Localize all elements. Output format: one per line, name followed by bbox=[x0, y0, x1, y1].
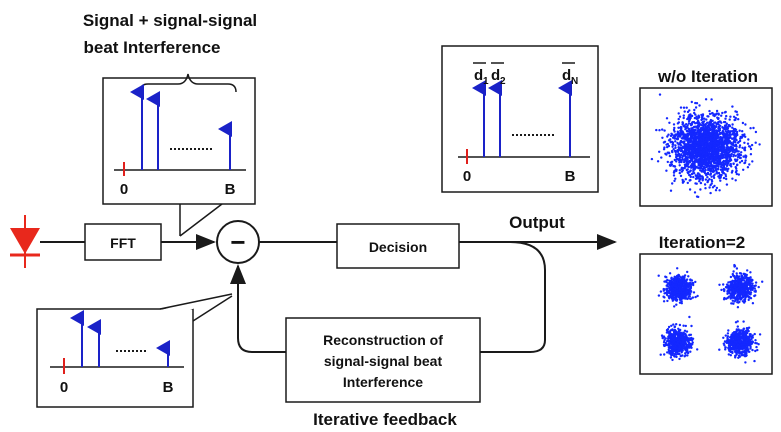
decision-block: Decision bbox=[336, 223, 460, 269]
fft-label: FFT bbox=[110, 235, 136, 251]
d1-subscript: 1 bbox=[483, 76, 489, 87]
d1-label: d bbox=[474, 67, 483, 84]
reconstruction-block: Reconstruction of signal-signal beat Int… bbox=[285, 317, 481, 403]
reconstruction-line1: Reconstruction of bbox=[323, 332, 443, 348]
iteration2-label: Iteration=2 bbox=[659, 233, 745, 252]
axis-b-top: B bbox=[225, 181, 236, 198]
axis-zero-bottom: 0 bbox=[60, 379, 68, 396]
d2-subscript: 2 bbox=[500, 76, 506, 87]
iterative-feedback-label: Iterative feedback bbox=[313, 410, 457, 429]
callout-title-line1: Signal + signal-signal bbox=[83, 11, 257, 30]
wo-iteration-label: w/o Iteration bbox=[657, 67, 758, 86]
photodiode-icon bbox=[10, 215, 40, 268]
d2-label: d bbox=[491, 67, 500, 84]
output-label: Output bbox=[509, 213, 565, 232]
reconstruction-line2: signal-signal beat bbox=[324, 353, 443, 369]
subtractor-icon: − bbox=[216, 220, 260, 264]
subtract-sign: − bbox=[230, 227, 245, 257]
fft-block: FFT bbox=[84, 223, 162, 261]
output-spectrum-box: d 1 d 2 d N 0 B bbox=[441, 45, 599, 193]
axis-b-output: B bbox=[565, 168, 576, 185]
iteration2-scatter bbox=[657, 263, 764, 364]
axis-b-bottom: B bbox=[163, 379, 174, 396]
axis-zero-output: 0 bbox=[463, 168, 471, 185]
signal-spectrum-callout: Signal + signal-signal beat Interference… bbox=[83, 11, 257, 237]
reconstructed-spectrum-callout: 0 B bbox=[36, 293, 233, 408]
feedback-loop bbox=[480, 241, 546, 353]
dn-label: d bbox=[562, 67, 571, 84]
axis-zero-top: 0 bbox=[120, 181, 128, 198]
dn-subscript: N bbox=[571, 76, 578, 87]
iteration2-constellation bbox=[639, 253, 773, 375]
reconstruction-line3: Interference bbox=[343, 374, 423, 390]
decision-label: Decision bbox=[369, 239, 427, 255]
callout-title-line2: beat Interference bbox=[84, 38, 221, 57]
wo-iteration-scatter bbox=[650, 93, 761, 199]
